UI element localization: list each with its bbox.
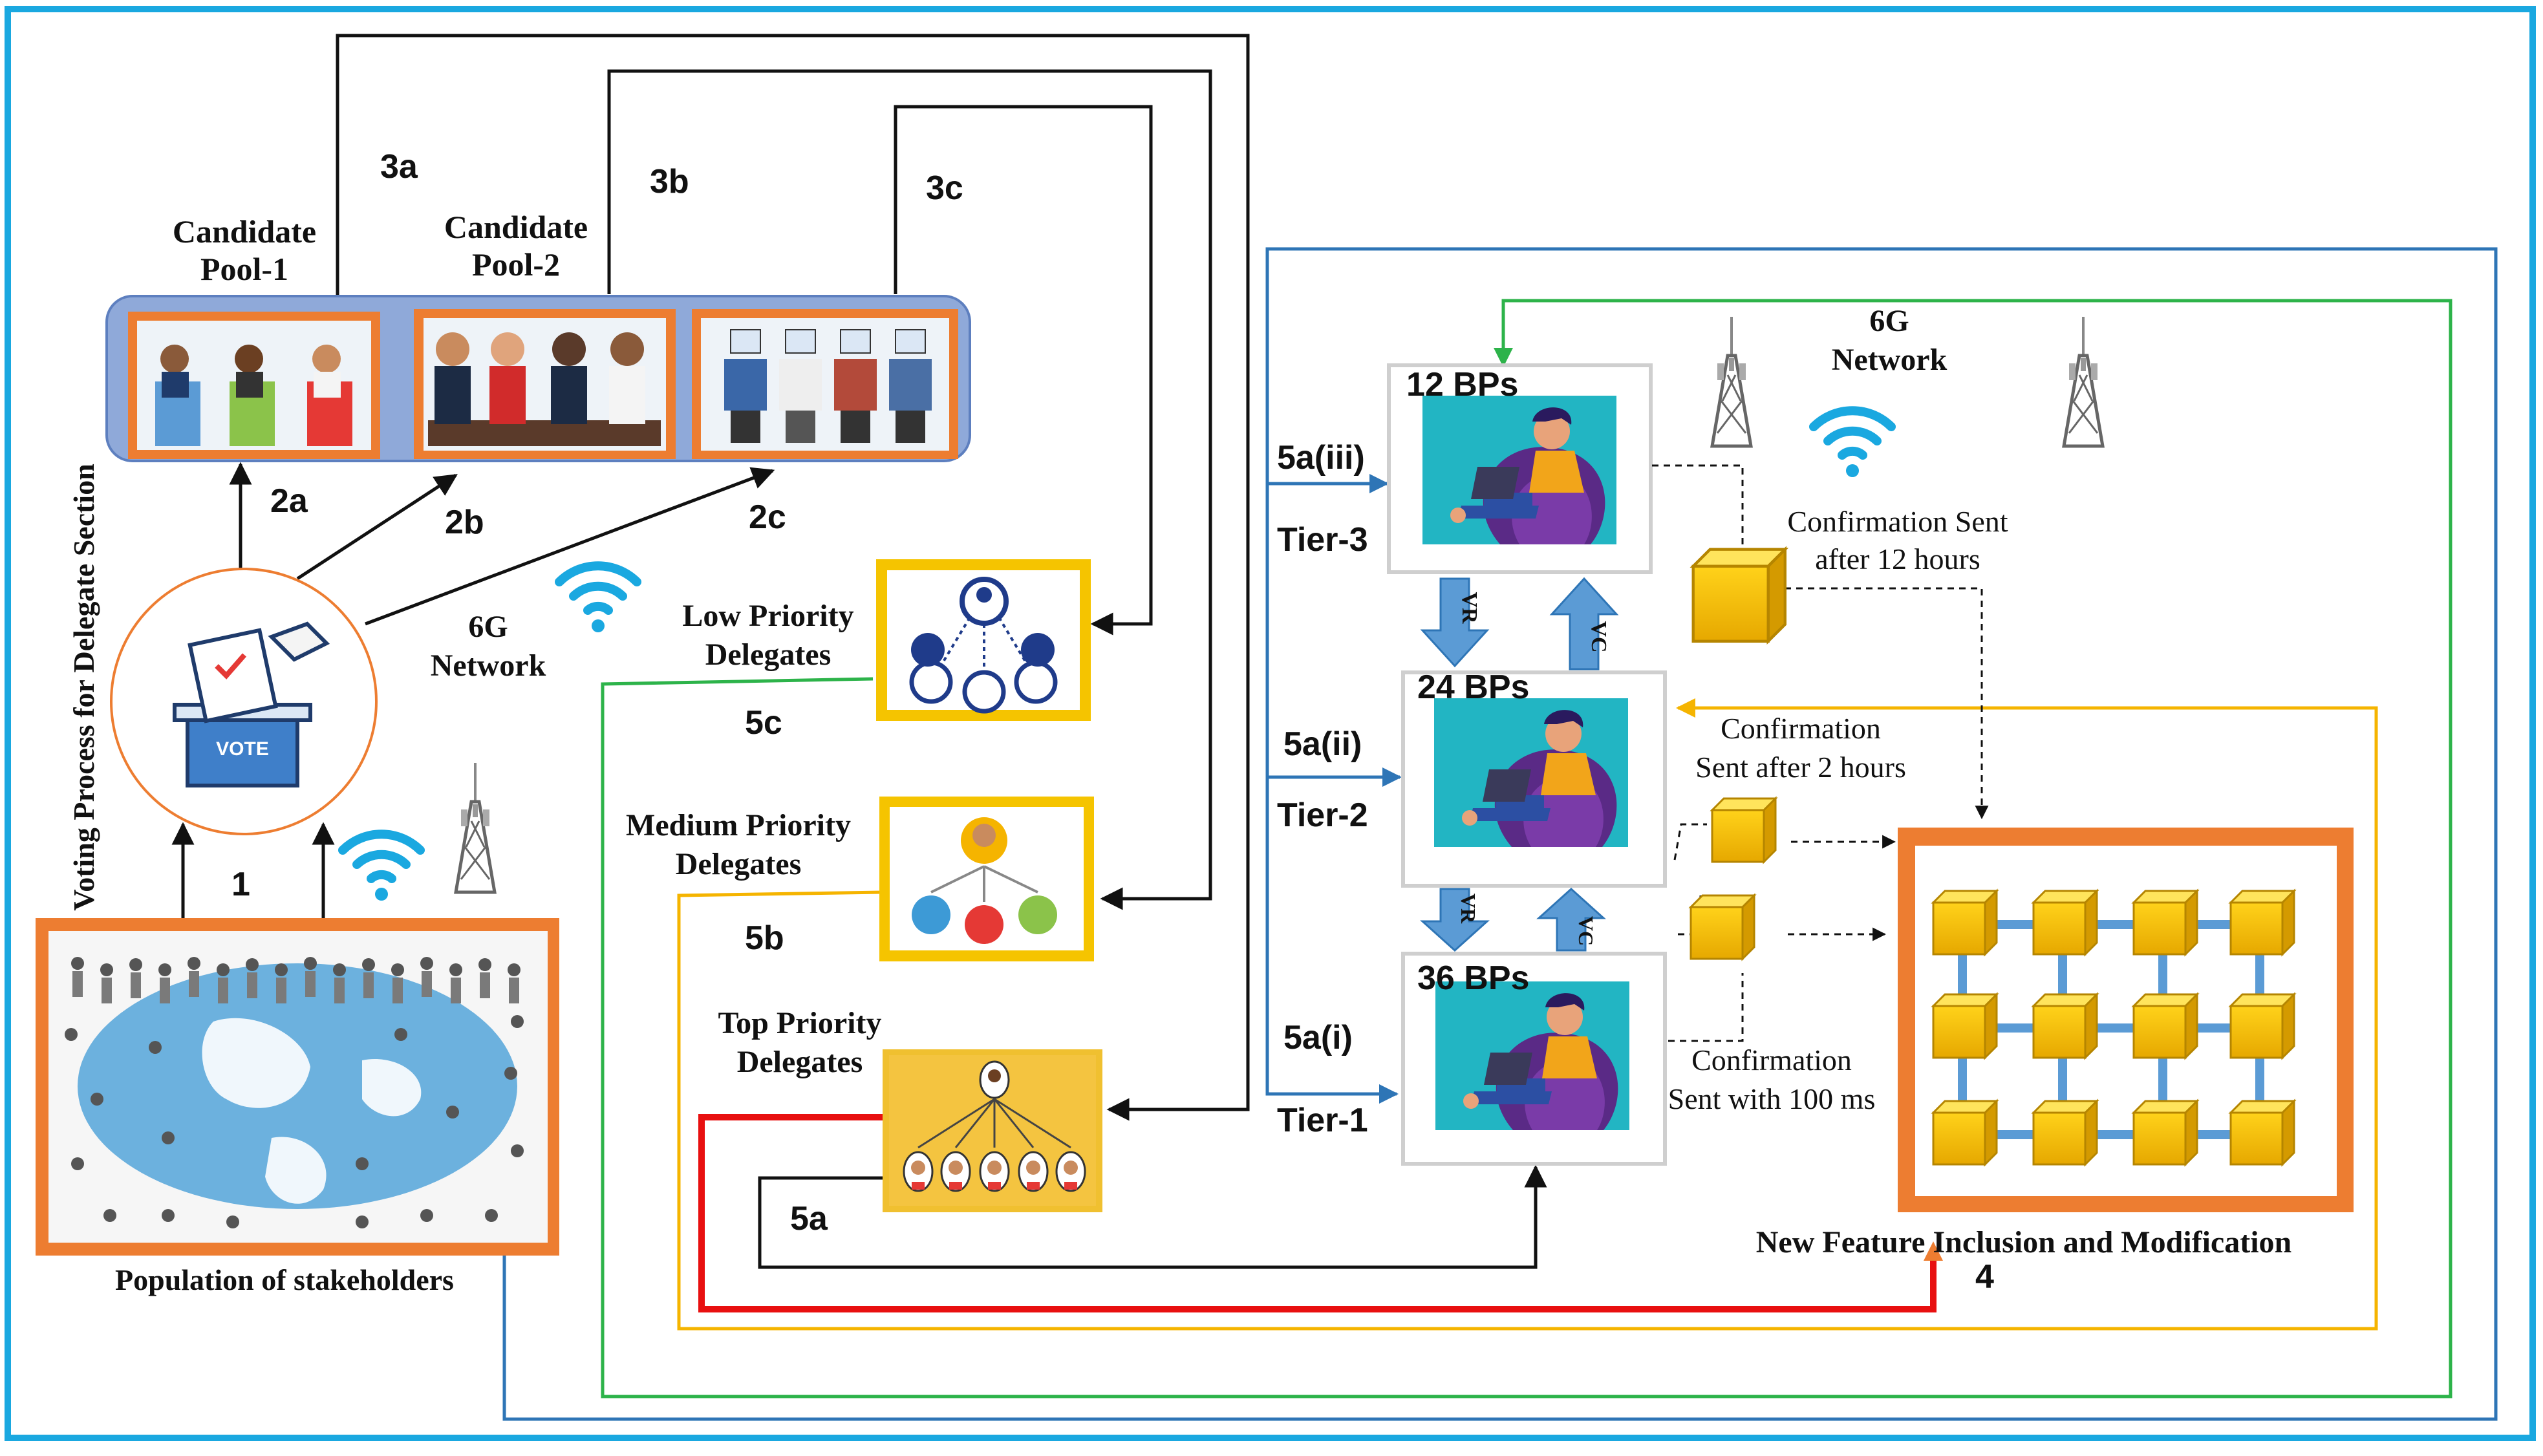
outer-frame bbox=[5, 6, 2536, 1441]
vr-arrow-lower: VR bbox=[1420, 888, 1490, 952]
step-5a-iii-label: 5a(iii) bbox=[1277, 439, 1365, 476]
medium-priority-delegates-image bbox=[879, 797, 1094, 961]
candidate-pool-1 bbox=[128, 312, 380, 459]
candidate-pool-3 bbox=[692, 309, 958, 459]
network-right-line1: 6G bbox=[1869, 304, 1909, 338]
connector-yellow bbox=[677, 698, 2378, 1331]
connector-blue bbox=[502, 247, 2498, 1421]
vr-label-upper: VR bbox=[1457, 592, 1481, 624]
vote-box-label: VOTE bbox=[216, 738, 269, 760]
medium-priority-label-line1: Medium Priority bbox=[626, 808, 851, 842]
confirmation-12h-line2: after 12 hours bbox=[1815, 542, 1980, 575]
wifi-icon-right bbox=[1814, 411, 1891, 477]
arrow-2c bbox=[365, 467, 775, 626]
bps-24-label: 24 BPs bbox=[1417, 669, 1529, 706]
low-priority-label-line1: Low Priority bbox=[682, 599, 853, 633]
cell-tower-icon-left bbox=[456, 763, 495, 892]
step-2c-label: 2c bbox=[749, 498, 786, 536]
step-3c-label: 3c bbox=[926, 169, 963, 207]
wifi-icon-left-lower bbox=[343, 834, 420, 901]
confirmation-100ms-line2: Sent with 100 ms bbox=[1668, 1082, 1876, 1115]
vote-circle: VOTE bbox=[110, 568, 378, 835]
step-5a-label: 5a bbox=[790, 1200, 828, 1237]
step-3b-label: 3b bbox=[650, 163, 689, 200]
bps-12-label: 12 BPs bbox=[1406, 366, 1518, 403]
connector-3c bbox=[894, 105, 1153, 636]
vc-arrow-upper: VC bbox=[1549, 577, 1619, 670]
connector-green bbox=[601, 299, 2452, 1398]
low-priority-delegates-image bbox=[876, 559, 1091, 721]
confirmation-2h-line2: Sent after 2 hours bbox=[1695, 751, 1906, 784]
network-left-line1: 6G bbox=[468, 610, 508, 644]
arrow-2b bbox=[296, 473, 458, 581]
vc-label-lower: VC bbox=[1574, 916, 1598, 946]
wifi-icon-left-upper bbox=[559, 566, 637, 632]
bps-36-label: 36 BPs bbox=[1417, 959, 1529, 997]
new-feature-label: New Feature Inclusion and Modification bbox=[1756, 1225, 2291, 1259]
red-arrow-head bbox=[1924, 1241, 1943, 1261]
top-priority-label-line2: Delegates bbox=[737, 1045, 863, 1079]
step-1-label: 1 bbox=[231, 866, 250, 903]
step-4-label: 4 bbox=[1975, 1258, 1994, 1296]
tier-3-bp-box bbox=[1387, 363, 1653, 574]
confirmation-100ms-line1: Confirmation bbox=[1691, 1044, 1852, 1076]
low-priority-label-line2: Delegates bbox=[705, 637, 832, 672]
population-image bbox=[36, 918, 559, 1256]
population-label: Population of stakeholders bbox=[115, 1263, 454, 1296]
confirmation-12h-line1: Confirmation Sent bbox=[1787, 505, 2008, 538]
tier-1-label: Tier-1 bbox=[1277, 1102, 1368, 1139]
cell-tower-icon-right-2 bbox=[2064, 317, 2103, 446]
top-priority-delegates-image bbox=[883, 1049, 1102, 1212]
candidate-pool-2-label-line2: Pool-2 bbox=[472, 246, 560, 283]
tier-2-label: Tier-2 bbox=[1277, 797, 1368, 834]
candidate-pool-1-label-line2: Pool-1 bbox=[200, 251, 288, 287]
candidate-pool-1-label-line1: Candidate bbox=[173, 213, 316, 250]
step-5a-i-label: 5a(i) bbox=[1283, 1019, 1353, 1056]
confirmation-cube-2h bbox=[1711, 797, 1777, 863]
medium-priority-label-line2: Delegates bbox=[676, 847, 802, 881]
blockchain-grid-box bbox=[1898, 828, 2354, 1212]
network-left-line2: Network bbox=[431, 648, 546, 683]
connector-red bbox=[698, 1114, 1937, 1312]
tier-3-label: Tier-3 bbox=[1277, 521, 1368, 559]
step-2b-label: 2b bbox=[445, 504, 484, 541]
connector-3b bbox=[607, 69, 1212, 910]
candidate-pool-2-label-line1: Candidate bbox=[444, 209, 588, 245]
vr-arrow-upper: VR bbox=[1420, 577, 1490, 668]
step-5c-label: 5c bbox=[745, 704, 782, 742]
voting-process-vertical-label: Voting Process for Delegate Section bbox=[67, 464, 100, 911]
step-3a-label: 3a bbox=[380, 148, 418, 186]
connector-5a bbox=[758, 1164, 1547, 1269]
confirmation-dashed-lines bbox=[1652, 464, 1989, 1042]
step-5a-ii-label: 5a(ii) bbox=[1283, 725, 1362, 763]
vc-arrow-lower: VC bbox=[1536, 887, 1606, 952]
confirmation-2h-line1: Confirmation bbox=[1721, 712, 1881, 745]
confirmation-cube-100ms bbox=[1690, 894, 1755, 960]
tier-1-bp-box bbox=[1401, 952, 1667, 1166]
step-5b-label: 5b bbox=[745, 919, 784, 957]
top-priority-label-line1: Top Priority bbox=[718, 1006, 882, 1040]
confirmation-cube-12h bbox=[1693, 550, 1785, 641]
network-right-line2: Network bbox=[1832, 343, 1947, 377]
tier-2-bp-box bbox=[1401, 670, 1667, 888]
connector-3a bbox=[336, 34, 1250, 1121]
step-2a-label: 2a bbox=[270, 482, 308, 520]
candidate-pool-2 bbox=[414, 309, 676, 459]
cell-tower-icon-right-1 bbox=[1712, 317, 1751, 446]
vc-label-upper: VC bbox=[1587, 621, 1611, 652]
vr-label-lower: VR bbox=[1457, 894, 1480, 924]
